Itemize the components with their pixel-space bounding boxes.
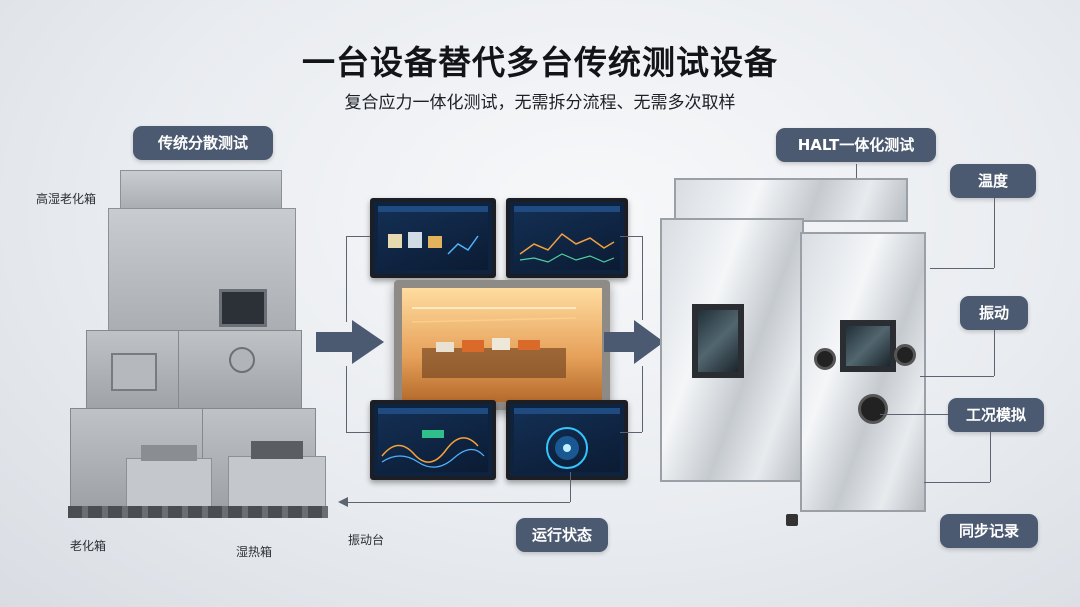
traditional-machines (60, 170, 340, 530)
page-title: 一台设备替代多台传统测试设备 (302, 43, 778, 82)
monitor-top-left (370, 198, 496, 278)
label-vibration-table: 振动台 (348, 533, 385, 547)
port-icon (814, 348, 836, 370)
machine-top (120, 170, 282, 212)
port-icon-2 (894, 344, 916, 366)
line-chart-icon (519, 232, 615, 263)
label-humidity-aging: 高湿老化箱 (36, 192, 97, 206)
feature-vibration: 振动 (960, 296, 1028, 330)
arrow-right-icon (316, 320, 384, 364)
wave-chart-icon (381, 430, 485, 468)
port-icon-3 (858, 394, 888, 424)
arrow-right-icon-2 (604, 320, 664, 364)
viewing-window-2 (840, 320, 896, 372)
open-tray-1 (126, 445, 212, 510)
dial-icon (229, 347, 255, 373)
radar-gauge-icon (546, 427, 588, 469)
label-damp-heat: 湿热箱 (236, 545, 273, 559)
label-aging: 老化箱 (70, 539, 107, 553)
chamber-front-right (800, 232, 926, 512)
halt-test-label: HALT一体化测试 (776, 128, 936, 162)
chamber-interior-icon (411, 307, 577, 378)
vibration-table (228, 441, 326, 510)
control-screen-icon (219, 289, 267, 327)
page-subtitle: 复合应力一体化测试，无需拆分流程、无需多次取样 (344, 93, 736, 113)
test-chamber-view (394, 280, 610, 410)
damp-heat-box-upper (178, 330, 302, 412)
dashboard-chart-icon (388, 232, 479, 255)
monitor-bottom-right (506, 400, 628, 480)
status-label: 运行状态 (516, 518, 608, 552)
aging-box-upper (86, 330, 180, 412)
chamber-front-left (660, 218, 804, 482)
monitor-top-right (506, 198, 628, 278)
traditional-test-label: 传统分散测试 (133, 126, 273, 160)
arrow-left-icon (338, 497, 348, 507)
viewing-window (692, 304, 744, 378)
pallet (68, 506, 328, 518)
monitor-bottom-left (370, 400, 496, 480)
humidity-aging-machine (108, 208, 296, 342)
feature-temperature: 温度 (950, 164, 1036, 198)
halt-chamber (660, 178, 940, 528)
feature-condition-sim: 工况模拟 (948, 398, 1044, 432)
feature-sync-record: 同步记录 (940, 514, 1038, 548)
